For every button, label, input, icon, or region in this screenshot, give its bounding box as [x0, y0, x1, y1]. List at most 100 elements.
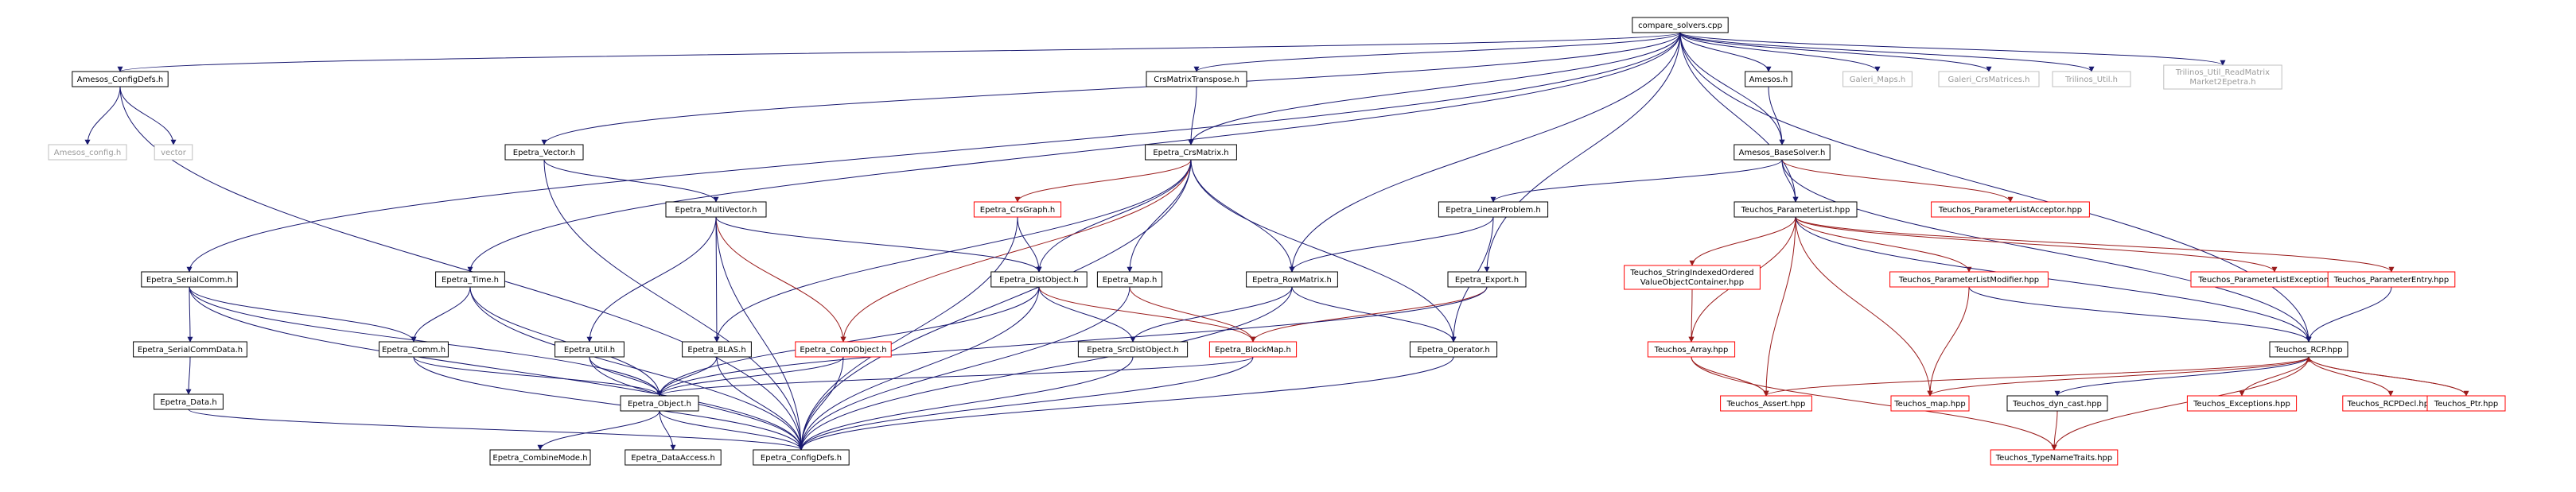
edge-compare-solvers-to-epetra-vector	[541, 32, 1681, 145]
edge-amesos-basesolver-to-epetra-linearproblem	[1490, 159, 1783, 203]
node-epetra-serialcommdata[interactable]: Epetra_SerialCommData.h	[133, 341, 247, 358]
node-box	[379, 341, 449, 358]
edge-compare-solvers-to-trilinos-readmatrix	[1679, 32, 2226, 66]
node-teuchos-assert[interactable]: Teuchos_Assert.hpp	[1720, 395, 1812, 412]
node-amesos-h[interactable]: Amesos.h	[1745, 71, 1792, 87]
node-box	[620, 395, 699, 412]
node-epetra-rowmatrix[interactable]: Epetra_RowMatrix.h	[1246, 271, 1338, 288]
edge-epetra-rowmatrix-to-epetra-srcdistobject	[1130, 286, 1293, 343]
node-epetra-operator[interactable]: Epetra_Operator.h	[1409, 341, 1498, 358]
node-epetra-data[interactable]: Epetra_Data.h	[154, 393, 224, 410]
node-label: Epetra_Util.h	[564, 346, 615, 354]
node-epetra-combinemode[interactable]: Epetra_CombineMode.h	[489, 449, 591, 466]
node-galeri-crsmatrices[interactable]: Galeri_CrsMatrices.h	[1938, 71, 2040, 87]
node-epetra-object[interactable]: Epetra_Object.h	[620, 395, 699, 412]
edge-teuchos-array-to-teuchos-typenametraits	[1691, 356, 2057, 451]
node-epetra-map[interactable]: Epetra_Map.h	[1096, 271, 1163, 288]
node-teuchos-plistexceptions[interactable]: Teuchos_ParameterListExceptions.hpp	[2190, 271, 2359, 288]
edge-epetra-crsmatrix-to-epetra-operator	[1190, 159, 1457, 343]
node-epetra-linearproblem[interactable]: Epetra_LinearProblem.h	[1438, 201, 1549, 218]
edge-teuchos-rcp-to-teuchos-exceptions	[2239, 356, 2309, 397]
node-epetra-configdefs[interactable]: Epetra_ConfigDefs.h	[753, 449, 850, 466]
node-epetra-multivector[interactable]: Epetra_MultiVector.h	[665, 201, 767, 218]
node-teuchos-plistacceptor[interactable]: Teuchos_ParameterListAcceptor.hpp	[1931, 201, 2090, 218]
edge-teuchos-parameterlist-to-teuchos-rcp	[1795, 216, 2312, 343]
edge-epetra-blockmap-to-epetra-configdefs	[798, 356, 1254, 451]
edge-amesos-h-to-amesos-basesolver	[1768, 86, 1785, 145]
node-box	[48, 144, 127, 161]
edge-compare-solvers-to-amesos-h	[1679, 32, 1772, 72]
edge-amesos-basesolver-to-teuchos-plistacceptor	[1781, 159, 2014, 203]
node-box	[2426, 395, 2506, 412]
node-teuchos-array[interactable]: Teuchos_Array.hpp	[1647, 341, 1736, 358]
node-box	[1145, 144, 1237, 161]
node-epetra-comm[interactable]: Epetra_Comm.h	[379, 341, 449, 358]
node-box	[973, 201, 1062, 218]
node-amesos-basesolver[interactable]: Amesos_BaseSolver.h	[1734, 144, 1831, 161]
edge-epetra-crsmatrix-to-epetra-rowmatrix	[1190, 159, 1295, 273]
node-crsmatrixtranspose[interactable]: CrsMatrixTranspose.h	[1146, 71, 1247, 87]
node-teuchos-typenametraits[interactable]: Teuchos_TypeNameTraits.hpp	[1990, 449, 2119, 466]
node-label: Teuchos_RCPDecl.hpp	[2347, 400, 2434, 409]
edge-epetra-blas-to-epetra-configdefs	[716, 356, 804, 451]
node-compare-solvers[interactable]: compare_solvers.cpp	[1632, 17, 1729, 33]
node-label: Trilinos_Util_ReadMatrix	[2175, 68, 2270, 77]
node-teuchos-rcpdecl[interactable]: Teuchos_RCPDecl.hpp	[2342, 395, 2439, 412]
node-box	[1632, 17, 1729, 33]
node-epetra-blockmap[interactable]: Epetra_BlockMap.h	[1208, 341, 1298, 358]
node-label: CrsMatrixTranspose.h	[1154, 76, 1239, 84]
node-label: Epetra_CrsMatrix.h	[1153, 149, 1228, 157]
node-label: Epetra_BlockMap.h	[1215, 346, 1291, 354]
edge-epetra-multivector-to-epetra-util	[586, 216, 717, 343]
edge-teuchos-dyncast-to-teuchos-typenametraits	[2051, 410, 2058, 451]
node-label: Teuchos_Exceptions.hpp	[2193, 400, 2290, 409]
node-label: Amesos_BaseSolver.h	[1739, 149, 1826, 157]
node-epetra-compobject[interactable]: Epetra_CompObject.h	[795, 341, 892, 358]
node-box	[154, 144, 193, 161]
edge-epetra-multivector-to-epetra-compobject	[715, 216, 846, 343]
node-epetra-distobject[interactable]: Epetra_DistObject.h	[990, 271, 1088, 288]
node-teuchos-stringindexed[interactable]: Teuchos_StringIndexedOrderedValueObjectC…	[1624, 265, 1761, 290]
node-epetra-blas[interactable]: Epetra_BLAS.h	[682, 341, 752, 358]
node-box	[753, 449, 850, 466]
node-epetra-vector[interactable]: Epetra_Vector.h	[504, 144, 584, 161]
node-box	[1096, 271, 1163, 288]
edge-compare-solvers-to-trilinos-util	[1679, 32, 2095, 72]
node-epetra-time[interactable]: Epetra_Time.h	[435, 271, 505, 288]
edge-epetra-crsmatrix-to-epetra-blas	[714, 159, 1192, 343]
node-label: Galeri_CrsMatrices.h	[1948, 76, 2030, 84]
edge-epetra-multivector-to-epetra-configdefs	[715, 216, 804, 451]
edge-amesos-basesolver-to-teuchos-rcp	[1781, 159, 2312, 343]
node-label: Teuchos_Ptr.hpp	[2434, 400, 2498, 409]
edge-epetra-serialcomm-to-epetra-comm	[189, 286, 417, 343]
node-box	[1843, 71, 1913, 87]
node-epetra-srcdistobject[interactable]: Epetra_SrcDistObject.h	[1077, 341, 1189, 358]
node-teuchos-plistmodifier[interactable]: Teuchos_ParameterListModifier.hpp	[1889, 271, 2049, 288]
node-box	[1990, 449, 2119, 466]
node-trilinos-util[interactable]: Trilinos_Util.h	[2052, 71, 2131, 87]
node-epetra-crsgraph[interactable]: Epetra_CrsGraph.h	[973, 201, 1062, 218]
node-epetra-dataaccess[interactable]: Epetra_DataAccess.h	[625, 449, 722, 466]
node-epetra-serialcomm[interactable]: Epetra_SerialComm.h	[141, 271, 238, 288]
edge-amesos-configdefs-to-vector	[119, 86, 177, 145]
node-teuchos-parameterentry[interactable]: Teuchos_ParameterEntry.hpp	[2327, 271, 2456, 288]
node-teuchos-parameterlist[interactable]: Teuchos_ParameterList.hpp	[1734, 201, 1858, 218]
node-teuchos-dyncast[interactable]: Teuchos_dyn_cast.hpp	[2006, 395, 2108, 412]
nodes-layer: compare_solvers.cppAmesos_ConfigDefs.hAm…	[48, 17, 2506, 466]
node-box	[1077, 341, 1189, 358]
node-galeri-maps[interactable]: Galeri_Maps.h	[1843, 71, 1913, 87]
node-amesos-configdefs[interactable]: Amesos_ConfigDefs.h	[72, 71, 169, 87]
node-teuchos-map[interactable]: Teuchos_map.hpp	[1890, 395, 1970, 412]
node-vector[interactable]: vector	[154, 144, 193, 161]
edge-epetra-crsmatrix-to-epetra-crsgraph	[1014, 159, 1192, 203]
node-teuchos-rcp[interactable]: Teuchos_RCP.hpp	[2269, 341, 2348, 358]
node-amesos-config[interactable]: Amesos_config.h	[48, 144, 127, 161]
node-epetra-export[interactable]: Epetra_Export.h	[1447, 271, 1527, 288]
node-label: Epetra_SerialCommData.h	[138, 346, 243, 354]
node-teuchos-exceptions[interactable]: Teuchos_Exceptions.hpp	[2186, 395, 2298, 412]
node-teuchos-ptr[interactable]: Teuchos_Ptr.hpp	[2426, 395, 2506, 412]
edge-teuchos-plistmodifier-to-teuchos-rcp	[1968, 286, 2312, 343]
node-epetra-util[interactable]: Epetra_Util.h	[555, 341, 625, 358]
node-epetra-crsmatrix[interactable]: Epetra_CrsMatrix.h	[1145, 144, 1237, 161]
